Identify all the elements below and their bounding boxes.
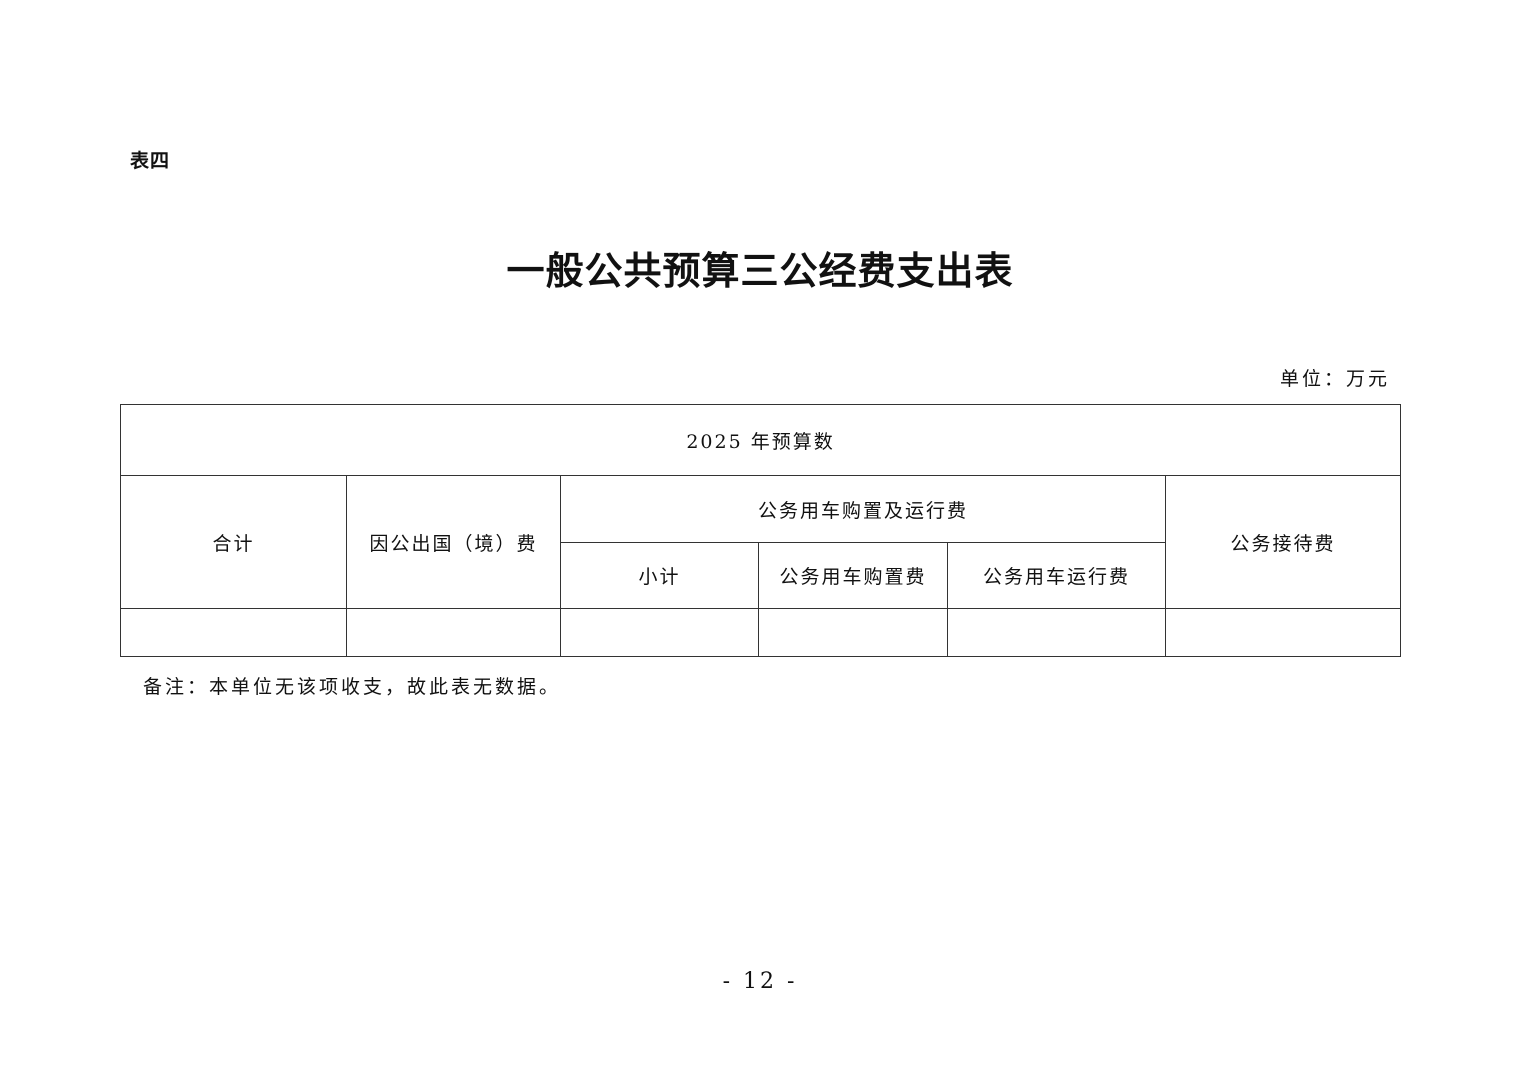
- header-vehicle-operation: 公务用车运行费: [947, 542, 1166, 609]
- data-cell-reception: [1164, 608, 1402, 657]
- year-header-cell: 2025 年预算数: [119, 404, 1402, 476]
- header-vehicle-purchase: 公务用车购置费: [758, 542, 948, 609]
- header-abroad: 因公出国（境）费: [346, 475, 561, 609]
- three-public-expenses-table: 2025 年预算数 合计 因公出国（境）费 公务用车购置及运行费 公务接待费 小…: [119, 404, 1402, 657]
- column-header-row-2: 小计 公务用车购置费 公务用车运行费: [121, 542, 1401, 609]
- table-label: 表四: [130, 150, 171, 172]
- header-vehicle-subtotal: 小计: [560, 542, 759, 609]
- data-cell-abroad: [346, 608, 561, 657]
- header-total: 合计: [120, 475, 347, 609]
- header-vehicle-group: 公务用车购置及运行费: [560, 475, 1166, 543]
- page-number: - 12 -: [722, 969, 798, 994]
- data-cell-vehicle-purchase: [758, 608, 948, 657]
- document-title: 一般公共预算三公经费支出表: [506, 248, 1014, 293]
- column-header-row-1: 合计 因公出国（境）费 公务用车购置及运行费 公务接待费: [120, 475, 1402, 609]
- unit-label: 单位：万元: [1279, 368, 1390, 390]
- remark-note: 备注：本单位无该项收支，故此表无数据。: [143, 676, 562, 698]
- table-row: [120, 608, 1402, 657]
- data-cell-vehicle-operation: [947, 608, 1166, 657]
- data-cell-total: [120, 608, 347, 657]
- header-reception: 公务接待费: [1164, 475, 1402, 609]
- data-cell-vehicle-subtotal: [560, 608, 759, 657]
- year-header-row: 2025 年预算数: [119, 404, 1402, 476]
